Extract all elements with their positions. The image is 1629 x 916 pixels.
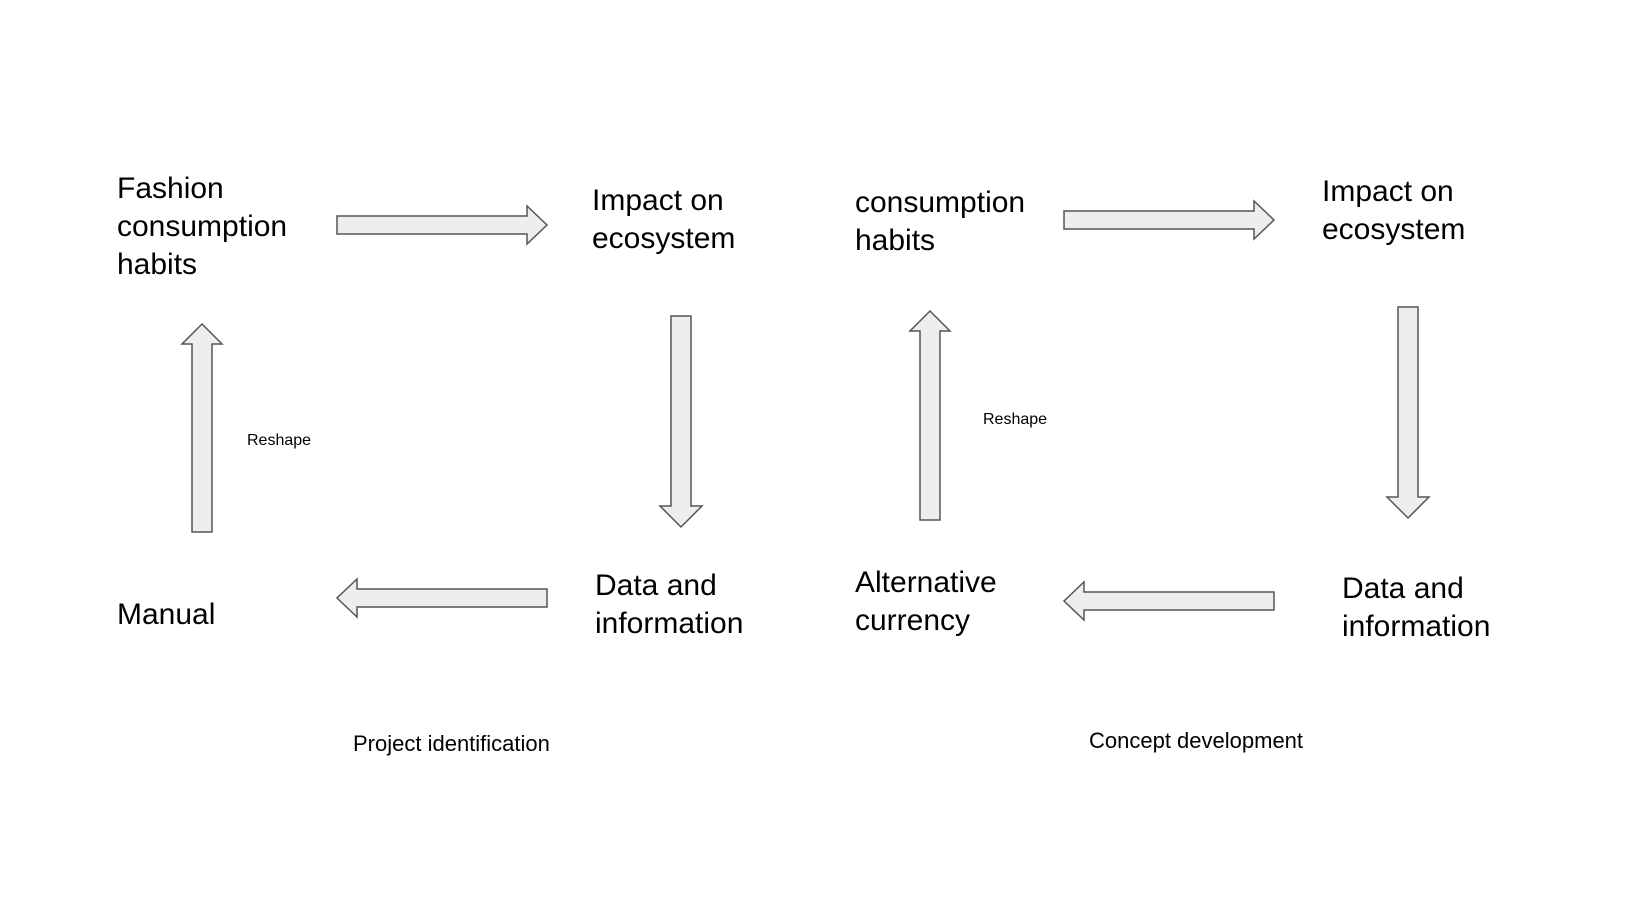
left-arrow-right <box>336 204 549 246</box>
right-caption: Concept development <box>1089 728 1304 753</box>
left-node-impact-on-ecosystem: Impact on ecosystem <box>592 184 736 255</box>
left-arrow-down <box>658 315 704 529</box>
left-arrow-up <box>180 322 224 533</box>
left-edge-label-reshape: Reshape <box>247 432 312 449</box>
right-node-alternative-currency: Alternative currency <box>855 566 997 637</box>
right-arrow-right <box>1063 199 1276 241</box>
right-arrow-up <box>908 309 952 521</box>
left-node-fashion-consumption-habits: Fashion consumption habits <box>117 172 288 281</box>
right-node-impact-on-ecosystem: Impact on ecosystem <box>1322 175 1466 246</box>
right-arrow-left <box>1062 580 1275 622</box>
right-node-consumption-habits: consumption habits <box>855 186 1026 257</box>
right-arrow-down <box>1385 306 1431 520</box>
right-node-data-and-information: Data and information <box>1342 572 1491 643</box>
right-edge-label-reshape: Reshape <box>983 411 1048 428</box>
left-arrow-left <box>335 577 548 619</box>
left-node-data-and-information: Data and information <box>595 569 744 640</box>
left-caption: Project identification <box>353 731 550 756</box>
left-node-manual: Manual <box>117 598 216 631</box>
